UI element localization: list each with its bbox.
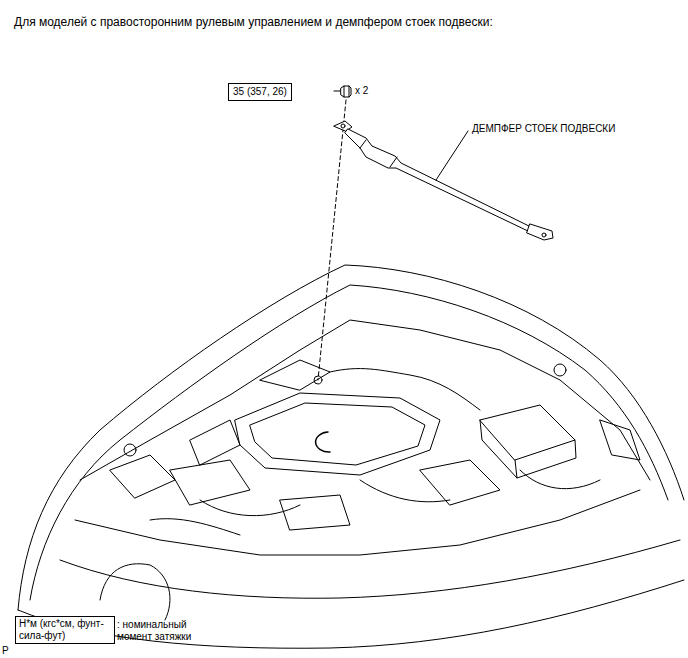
box-text: Н*м (кгс*см, фунт-сила-фут) [19, 618, 111, 642]
box-text: 35 (357, 26) [233, 86, 287, 98]
page-marker: P [2, 645, 9, 657]
quantity-label: x 2 [355, 85, 368, 97]
legend-torque-box: Н*м (кгс*см, фунт-сила-фут) [15, 616, 115, 644]
strut-damper [334, 121, 553, 240]
diagram-title: Для моделей с правосторонним рулевым упр… [14, 15, 493, 29]
part-name: ДЕМПФЕР СТОЕК ПОДВЕСКИ [472, 123, 615, 135]
leader-line [436, 131, 468, 180]
mounting-line [318, 100, 346, 380]
legend-note: : номинальный момент затяжки [117, 619, 212, 643]
nut-symbol [341, 86, 351, 97]
torque-box: 35 (357, 26) [228, 83, 292, 101]
leader-line [334, 91, 340, 92]
